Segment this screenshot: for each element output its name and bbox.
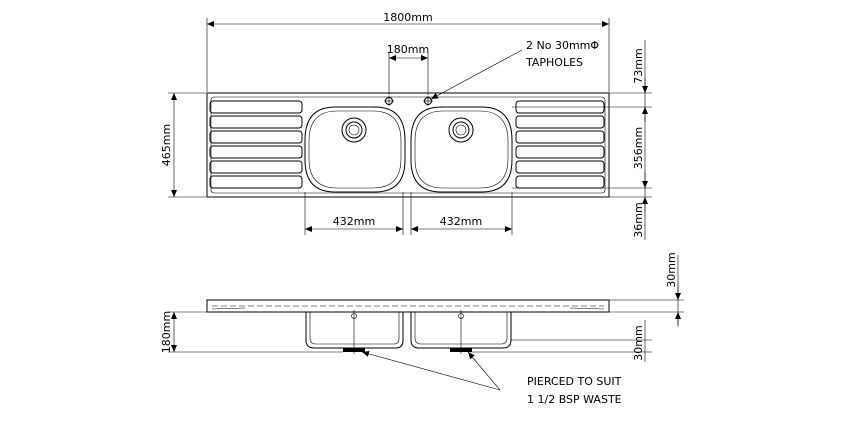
drainer-groove	[209, 100, 303, 114]
left-bowl-width-label: 432mm	[333, 215, 375, 228]
depth-label: 465mm	[160, 124, 173, 166]
waste-note: PIERCED TO SUIT 1 1/2 BSP WASTE	[361, 350, 622, 406]
waste-outlet-icon	[341, 117, 367, 143]
plan-view: 1800mm 180mm 2 No 30mmΦ TAPHOLES 465mm	[160, 11, 652, 240]
dim-depth: 465mm	[160, 92, 206, 198]
front-ledge-label: 36mm	[632, 202, 645, 237]
right-drainer	[515, 100, 605, 189]
taphole-note-line2: TAPHOLES	[525, 56, 583, 69]
bowl-depth-label: 356mm	[632, 127, 645, 169]
waste-outlet-icon	[448, 117, 474, 143]
drainer-groove	[515, 175, 605, 189]
drainer-groove	[209, 130, 303, 144]
waste-note-line2: 1 1/2 BSP WASTE	[527, 393, 622, 406]
overall-width-label: 1800mm	[383, 11, 432, 24]
dim-bowl-widths: 432mm 432mm	[304, 192, 513, 235]
elevation-view: 180mm 30mm 30mm PIERCED TO SUIT 1 1/2 BS…	[160, 252, 684, 406]
dim-tap-spacing: 180mm	[387, 43, 429, 95]
left-bowl	[304, 106, 406, 193]
tapholes	[384, 96, 433, 106]
back-ledge-label: 73mm	[632, 48, 645, 83]
drainer-groove	[515, 145, 605, 159]
sink-outline	[206, 92, 610, 198]
drainer-groove	[515, 130, 605, 144]
left-bowl-elevation	[305, 312, 404, 349]
waste-note-line1: PIERCED TO SUIT	[527, 375, 622, 388]
right-bowl	[410, 106, 513, 193]
tap-spacing-label: 180mm	[387, 43, 429, 56]
sink-inner-edge	[210, 96, 606, 194]
waste-height-label: 30mm	[632, 325, 645, 360]
drainer-groove	[515, 160, 605, 174]
top-thickness-label: 30mm	[665, 252, 678, 287]
drainer-groove	[209, 145, 303, 159]
drainer-groove	[209, 115, 303, 129]
drainer-groove	[515, 115, 605, 129]
right-bowl-width-label: 432mm	[440, 215, 482, 228]
dim-right-stack: 73mm 356mm 36mm	[512, 40, 652, 240]
bowl-height-label: 180mm	[160, 311, 173, 353]
dim-elevation-right: 30mm 30mm	[470, 252, 684, 362]
dim-bowl-height: 180mm	[160, 311, 343, 353]
left-drainer	[209, 100, 303, 189]
drainer-groove	[209, 160, 303, 174]
taphole-note-line1: 2 No 30mmΦ	[526, 39, 599, 52]
drainer-groove	[209, 175, 303, 189]
taphole-note: 2 No 30mmΦ TAPHOLES	[430, 39, 599, 100]
dim-overall-width: 1800mm	[206, 11, 610, 92]
bench-top	[206, 299, 610, 313]
